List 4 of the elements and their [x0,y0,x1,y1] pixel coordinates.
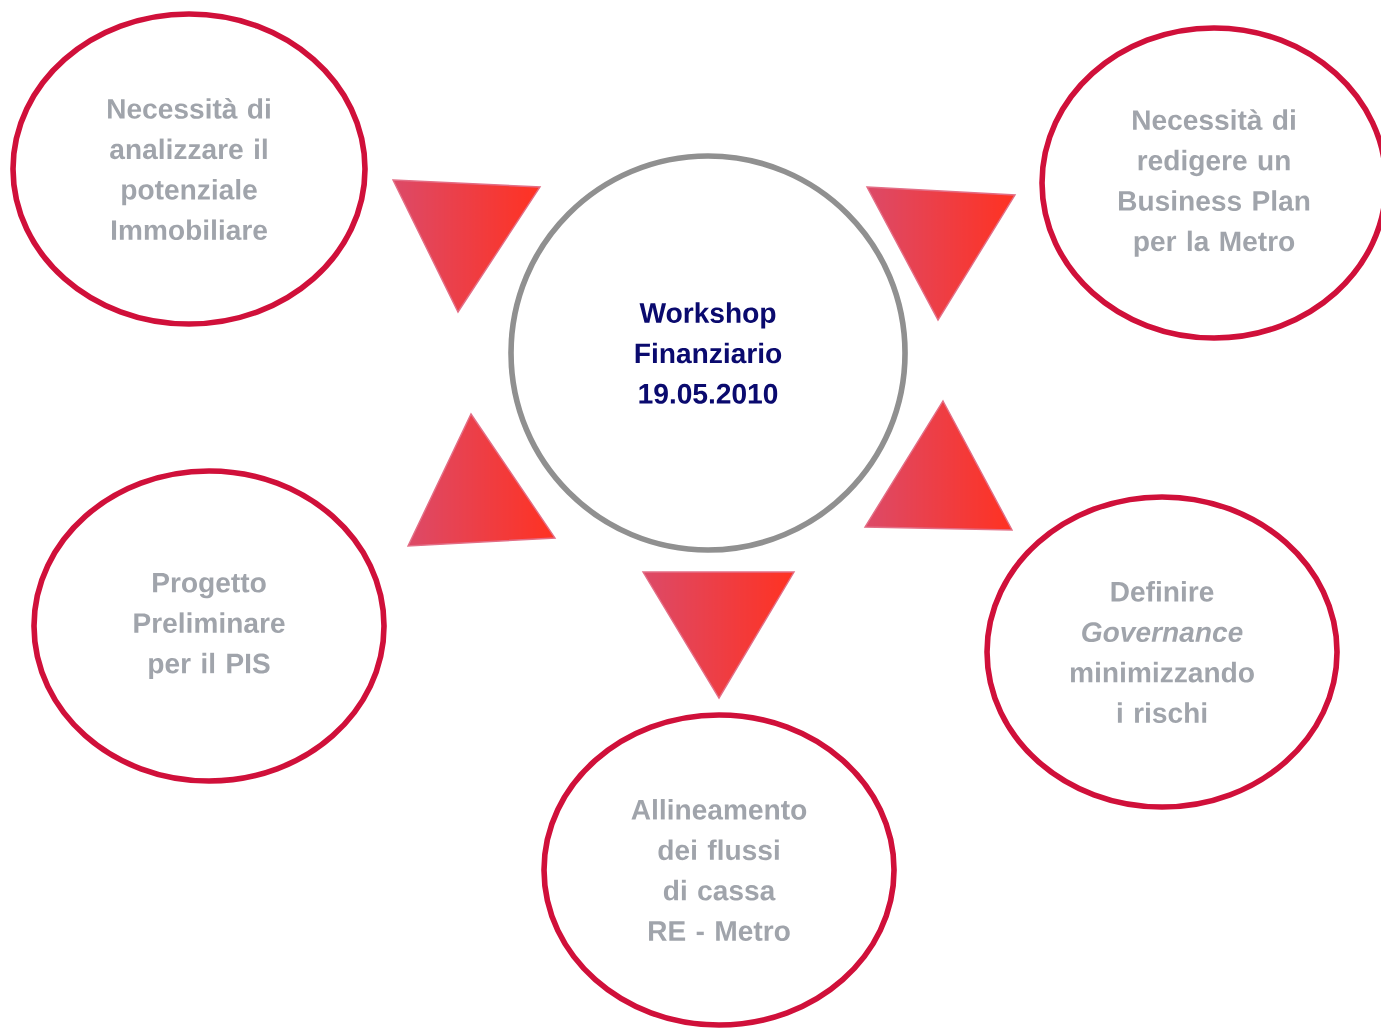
oval: Allineamento dei flussi di cassa RE - Metro [541,712,897,1028]
oval: Necessità di analizzare il potenziale Immobiliare [10,11,368,327]
oval: Definire Governance minimizzando i rischi [984,494,1340,810]
oval: Progetto Preliminare per il PIS [31,468,387,784]
